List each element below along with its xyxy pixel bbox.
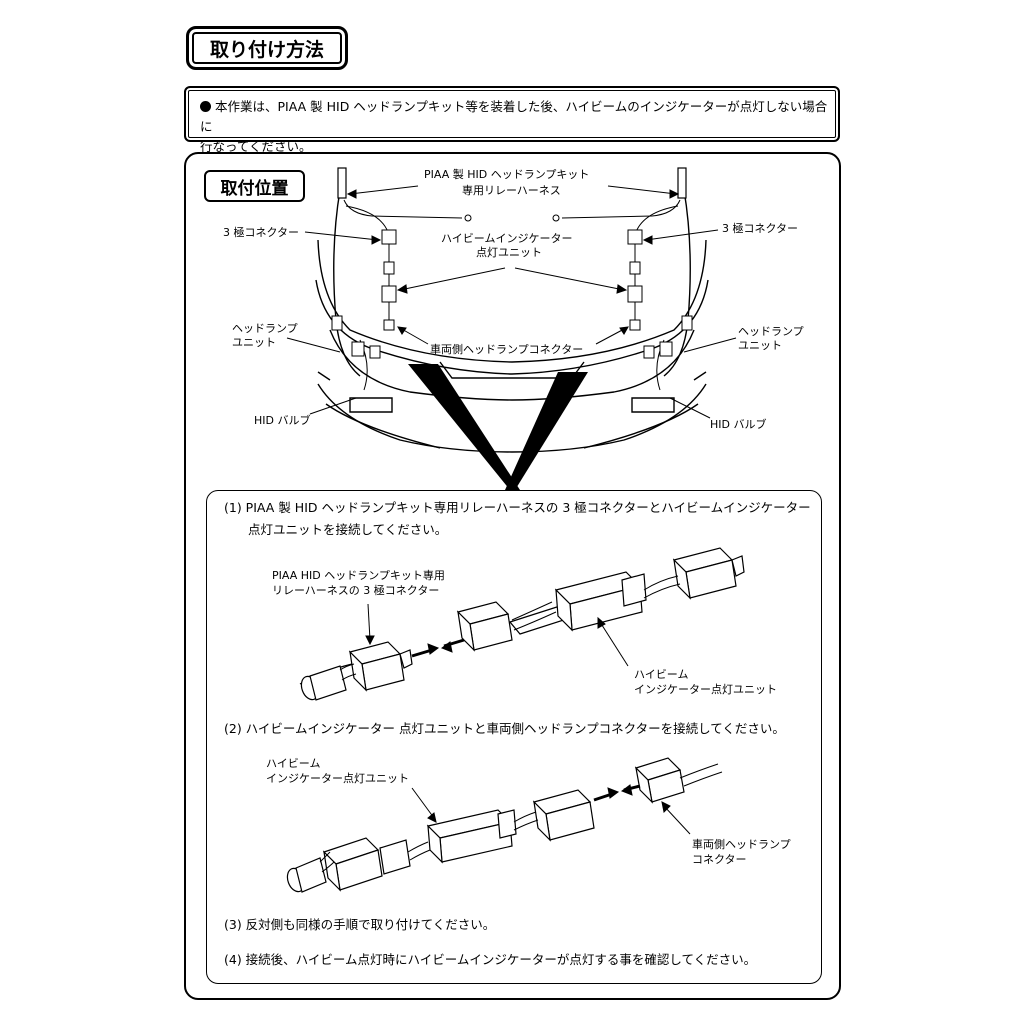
- step-1-line-2: 点灯ユニットを接続してください。: [248, 522, 448, 537]
- step-1-label-unit-2: インジケーター点灯ユニット: [634, 683, 777, 696]
- step-1-label-harness-1: PIAA HID ヘッドランプキット専用: [272, 569, 445, 582]
- step-1-label-unit-1: ハイビーム: [634, 668, 689, 681]
- step-1-label-harness-2: リレーハーネスの 3 極コネクター: [272, 584, 440, 597]
- label-hid-bulb-left: HID バルブ: [254, 414, 311, 427]
- label-headlamp-unit-left-2: ユニット: [232, 336, 276, 349]
- step-4-line: (4) 接続後、ハイビーム点灯時にハイビームインジケーターが点灯する事を確認して…: [224, 952, 757, 967]
- label-headlamp-unit-right-1: ヘッドランプ: [738, 325, 804, 338]
- step-2-label-unit-2: インジケーター点灯ユニット: [266, 772, 409, 785]
- label-indicator-unit-2: 点灯ユニット: [476, 246, 542, 259]
- section-title: 取付位置: [204, 170, 305, 202]
- label-vehicle-connector: 車両側ヘッドランプコネクター: [430, 343, 584, 356]
- label-3pin-connector-left: 3 極コネクター: [223, 226, 300, 239]
- bullet-icon: [200, 101, 211, 112]
- label-headlamp-unit-left-1: ヘッドランプ: [232, 322, 298, 335]
- step-2-label-connector-1: 車両側ヘッドランプ: [692, 838, 791, 851]
- note-line-2: 行なってください。: [200, 139, 312, 154]
- callout-wedge: [408, 364, 520, 490]
- step-3-line: (3) 反対側も同様の手順で取り付けてください。: [224, 917, 496, 932]
- main-panel: [184, 152, 841, 1000]
- label-relay-harness-2: 専用リレーハーネス: [462, 184, 561, 197]
- step-1-line-1: (1) PIAA 製 HID ヘッドランプキット専用リレーハーネスの 3 極コネ…: [224, 500, 811, 515]
- step-2-label-connector-2: コネクター: [692, 853, 747, 866]
- label-indicator-unit-1: ハイビームインジケーター: [441, 232, 573, 245]
- label-relay-harness-1: PIAA 製 HID ヘッドランプキット: [424, 168, 590, 181]
- callout-wedge-right: [505, 372, 588, 490]
- steps-panel: [206, 490, 822, 984]
- label-headlamp-unit-right-2: ユニット: [738, 339, 782, 352]
- page-title: 取り付け方法: [186, 26, 348, 70]
- label-3pin-connector-right: 3 極コネクター: [722, 222, 799, 235]
- label-hid-bulb-right: HID バルブ: [710, 418, 767, 431]
- note-box: 本作業は、PIAA 製 HID ヘッドランプキット等を装着した後、ハイビームのイ…: [184, 86, 840, 154]
- step-2-label-unit-1: ハイビーム: [266, 757, 321, 770]
- note-line-1: 本作業は、PIAA 製 HID ヘッドランプキット等を装着した後、ハイビームのイ…: [200, 99, 828, 134]
- step-2-line: (2) ハイビームインジケーター 点灯ユニットと車両側ヘッドランプコネクターを接…: [224, 721, 785, 736]
